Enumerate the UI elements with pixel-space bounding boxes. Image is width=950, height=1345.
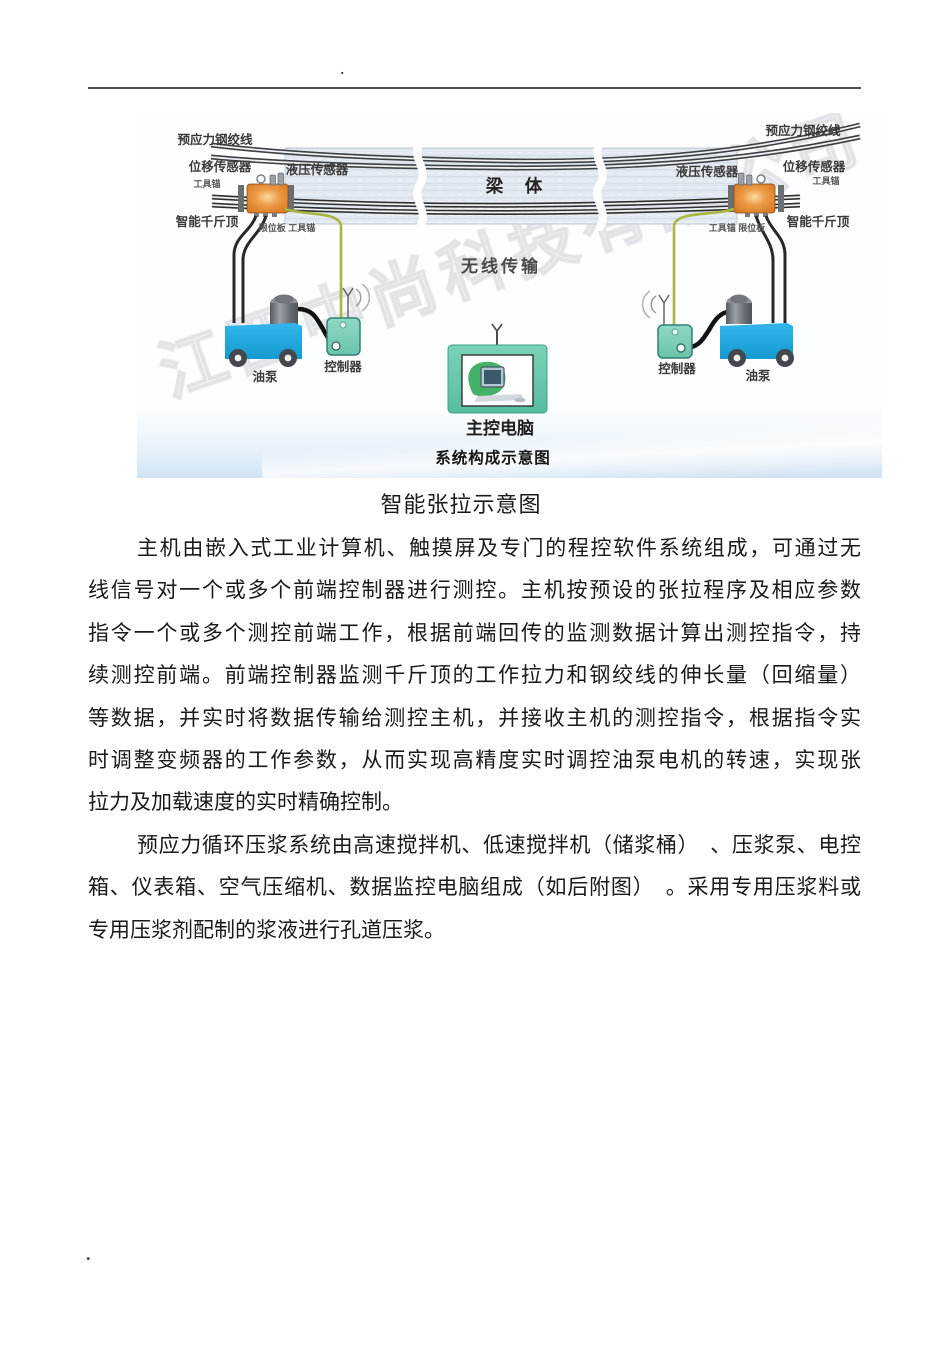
label-wireless: 无线传输 (460, 256, 541, 276)
paragraph-line: 预应力循环压浆系统由高速搅拌机、低速搅拌机（储浆桶） 、压浆泵、电控 (137, 832, 861, 857)
label-smart-jack-right: 智能千斤顶 (786, 214, 850, 229)
label-displacement-sensor-right: 位移传感器 (783, 159, 846, 174)
label-controller-right: 控制器 (658, 361, 696, 376)
paragraph-line: 时调整变频器的工作参数，从而实现高精度实时调控油泵电机的转速，实现张 (88, 747, 861, 772)
main-computer (447, 323, 548, 414)
stray-mark-top: . (340, 58, 345, 78)
label-displacement-sensor-left: 位移传感器 (189, 159, 252, 174)
controller-right (641, 290, 693, 359)
oil-pump-right (681, 294, 794, 367)
label-limit-plate-right: 工具锚 限位板 (709, 222, 767, 233)
paragraph-line: 拉力及加载速度的实时精确控制。 (88, 790, 403, 815)
body-text: 主机由嵌入式工业计算机、触摸屏及专门的程控软件系统组成，可通过无 线信号对一个或… (88, 527, 861, 951)
paragraph-line: 线信号对一个或多个前端控制器进行测控。主机按预设的张拉程序及相应参数 (88, 578, 861, 603)
label-main-computer: 主控电脑 (466, 418, 534, 438)
label-hydraulic-sensor-right: 液压传感器 (676, 164, 739, 179)
hydraulic-hoses-right (754, 215, 787, 323)
paragraph-line: 专用压浆剂配制的浆液进行孔道压浆。 (88, 917, 445, 942)
label-oil-pump-right: 油泵 (745, 368, 771, 383)
label-diagram-title: 系统构成示意图 (435, 448, 551, 467)
label-oil-pump-left: 油泵 (252, 369, 278, 384)
header-rule (88, 87, 861, 89)
controller-left (326, 283, 371, 356)
label-strand-right: 预应力钢绞线 (765, 123, 841, 138)
stray-mark-bottom: . (86, 1244, 91, 1264)
smart-jack-left (238, 172, 294, 217)
paragraph-line: 续测控前端。前端控制器监测千斤顶的工作拉力和钢绞线的伸长量（回缩量） (88, 663, 861, 688)
smart-jack-right (728, 172, 784, 217)
signal-cable-right (672, 207, 735, 326)
beam-break-lines (413, 139, 607, 231)
paragraph-line: 主机由嵌入式工业计算机、触摸屏及专门的程控软件系统组成，可通过无 (137, 536, 861, 560)
label-tool-anchor-right: 工具锚 (812, 175, 839, 186)
label-strand-left: 预应力钢绞线 (177, 132, 253, 147)
figure-caption: 智能张拉示意图 (380, 492, 542, 517)
label-tool-anchor-left: 工具锚 (193, 178, 220, 189)
label-controller-left: 控制器 (324, 359, 362, 374)
diagram-figure: 江西中尚科技有限公司 (137, 113, 882, 478)
paragraph-line: 等数据，并实时将数据传输给测控主机，并接收主机的测控指令，根据指令实 (88, 705, 861, 730)
system-diagram: 预应力钢绞线 预应力钢绞线 位移传感器 位移传感器 液压传感器 液压传感器 智能… (175, 122, 861, 467)
label-beam-body: 梁 体 (485, 176, 545, 196)
hydraulic-hoses-left (232, 215, 268, 323)
label-hydraulic-sensor-left: 液压传感器 (286, 162, 349, 177)
signal-cable-left (284, 207, 343, 319)
paragraph-line: 箱、仪表箱、空气压缩机、数据监控电脑组成（如后附图） 。采用专用压浆料或 (88, 875, 861, 900)
paragraph-line: 指令一个或多个测控前端工作，根据前端回传的监测数据计算出测控指令，持 (88, 620, 861, 645)
label-smart-jack-left: 智能千斤顶 (175, 214, 239, 229)
label-limit-plate-left: 限位板 工具锚 (259, 222, 316, 233)
